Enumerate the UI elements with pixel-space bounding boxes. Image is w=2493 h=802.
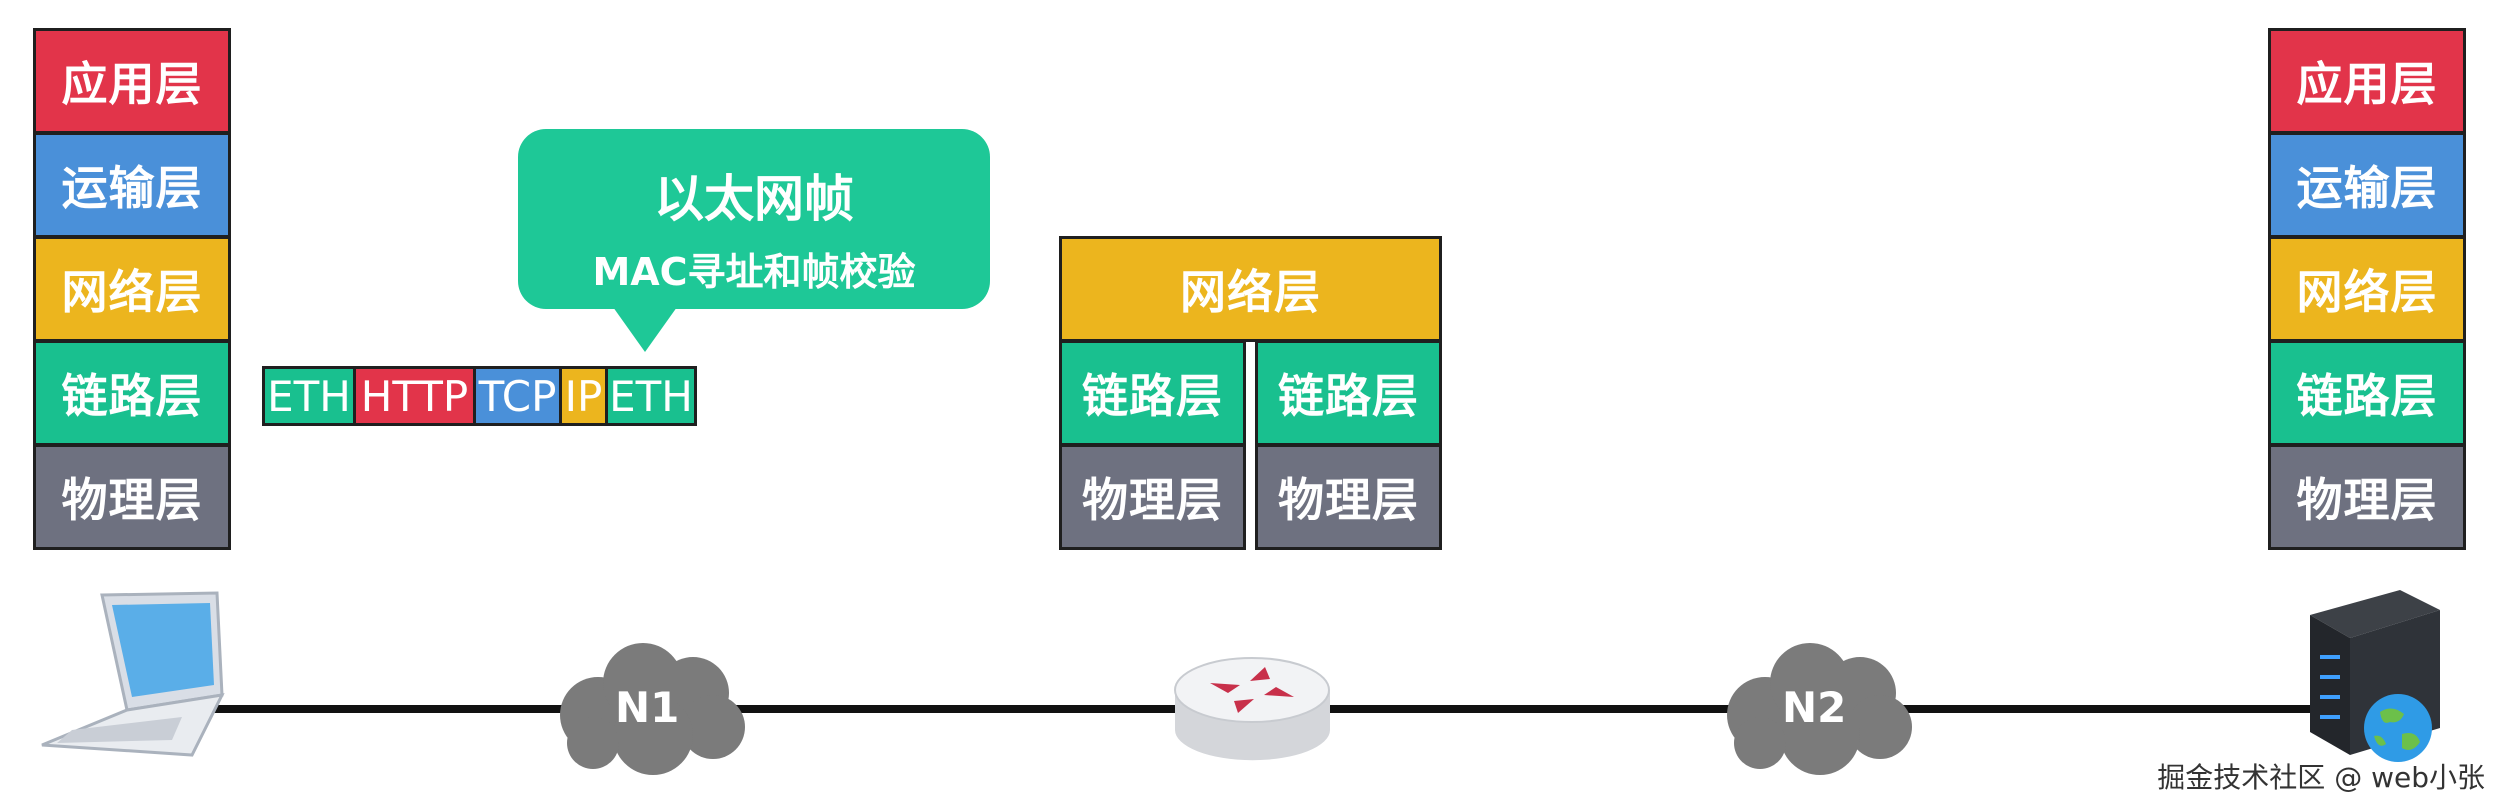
frame-eth-trailer: ETH xyxy=(605,366,697,426)
cloud-icon xyxy=(1727,643,1912,775)
left-transport-layer: 运输层 xyxy=(33,132,231,238)
left-network-layer: 网络层 xyxy=(33,236,231,342)
left-application-layer: 应用层 xyxy=(33,28,231,134)
callout-subtitle: MAC寻址和帧校验 xyxy=(592,250,916,294)
router-icon xyxy=(1174,657,1330,761)
laptop-icon xyxy=(41,591,225,757)
frame-tcp: TCP xyxy=(473,366,562,426)
frame-eth-header: ETH xyxy=(262,366,356,426)
router-link-layer-right: 链路层 xyxy=(1255,340,1442,446)
ethernet-frame-callout: 以太网帧 MAC寻址和帧校验 xyxy=(518,129,990,309)
right-transport-layer: 运输层 xyxy=(2268,132,2466,238)
left-link-layer: 链路层 xyxy=(33,340,231,446)
router-network-layer: 网络层 xyxy=(1059,236,1442,342)
frame-http: HTTP xyxy=(353,366,476,426)
right-physical-layer: 物理层 xyxy=(2268,444,2466,550)
right-network-layer: 网络层 xyxy=(2268,236,2466,342)
right-application-layer: 应用层 xyxy=(2268,28,2466,134)
router-physical-layer-left: 物理层 xyxy=(1059,444,1246,550)
frame-ip: IP xyxy=(559,366,608,426)
cloud-n2-label: N2 xyxy=(1782,683,1847,732)
watermark: 掘金技术社区 @ web小张 xyxy=(2157,761,2485,794)
router-link-layer-left: 链路层 xyxy=(1059,340,1246,446)
router-physical-layer-right: 物理层 xyxy=(1255,444,1442,550)
cloud-icon xyxy=(560,643,745,775)
globe-icon xyxy=(2364,694,2432,762)
callout-title: 以太网帧 xyxy=(654,170,854,228)
left-physical-layer: 物理层 xyxy=(33,444,231,550)
callout-pointer xyxy=(608,300,682,352)
right-link-layer: 链路层 xyxy=(2268,340,2466,446)
cloud-n1-label: N1 xyxy=(615,683,680,732)
